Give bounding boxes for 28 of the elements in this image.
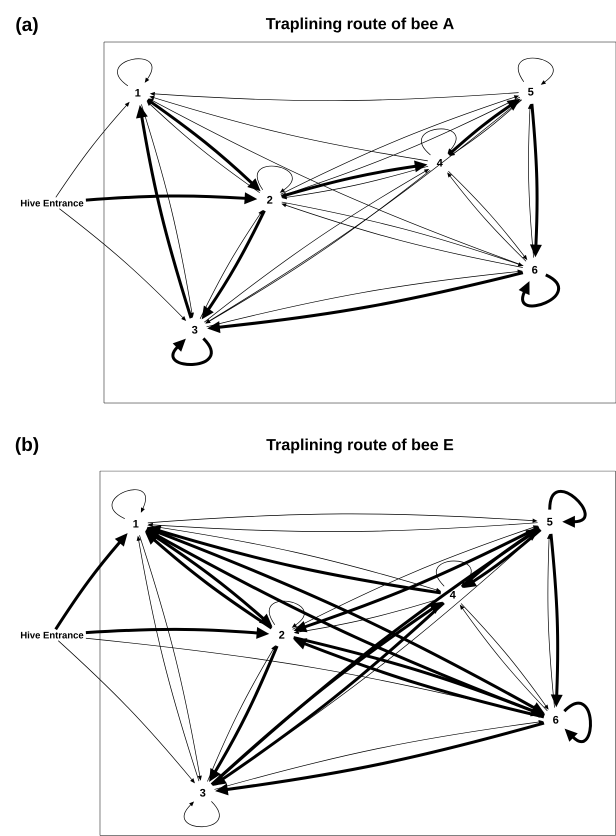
loop-arrow bbox=[184, 801, 220, 828]
site-number: 5 bbox=[547, 518, 552, 526]
panel-title: Traplining route of bee A bbox=[266, 18, 454, 32]
loop-arrow bbox=[269, 600, 305, 628]
site-number: 6 bbox=[532, 266, 538, 274]
site-number: 2 bbox=[279, 630, 284, 639]
loop-arrow bbox=[112, 489, 146, 519]
site-number: 6 bbox=[553, 716, 558, 724]
panel-letter: (a) bbox=[16, 17, 38, 35]
site-number: 5 bbox=[528, 88, 534, 96]
site-number: 3 bbox=[200, 788, 206, 797]
start-label: Hive Entrance bbox=[20, 200, 84, 206]
panel-letter: (b) bbox=[16, 437, 38, 455]
panel-title: Traplining route of bee E bbox=[266, 438, 454, 454]
loop-arrow bbox=[548, 490, 586, 528]
loop-arrow bbox=[563, 702, 592, 743]
site-number: 1 bbox=[135, 88, 140, 97]
start-label: Hive Entrance bbox=[20, 632, 84, 638]
loop-arrow bbox=[172, 337, 213, 366]
site-number: 3 bbox=[192, 326, 198, 334]
site-number: 4 bbox=[450, 590, 456, 599]
loop-arrow bbox=[257, 166, 293, 193]
loop-arrow bbox=[518, 274, 560, 308]
site-number: 2 bbox=[267, 196, 272, 204]
loop-arrow bbox=[421, 128, 456, 156]
site-number: 1 bbox=[133, 520, 138, 528]
loop-arrow bbox=[117, 58, 152, 86]
loop-arrow bbox=[518, 58, 554, 85]
